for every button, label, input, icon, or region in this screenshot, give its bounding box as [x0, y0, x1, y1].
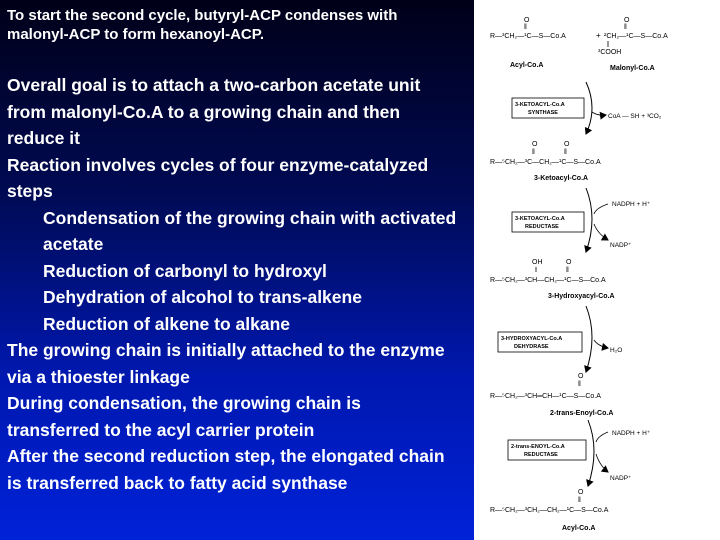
- acyl-coa-carbonyl-o: O: [524, 17, 530, 24]
- nadp-out-1: NADP⁺: [610, 242, 632, 249]
- nadp-out-2: NADP⁺: [610, 475, 632, 482]
- nadph-in-1: NADPH + H⁺: [612, 201, 651, 208]
- bullet-dehydration: Dehydration of alcohol to trans-alkene: [43, 287, 362, 307]
- enzyme-enoyl-reductase-line1: 2-trans-ENOYL-Co.A: [511, 444, 565, 450]
- acyl-coa-double-bond: ‖: [524, 24, 527, 31]
- intro-text: To start the second cycle, butyryl-ACP c…: [7, 7, 398, 43]
- enoyl-bond: ‖: [578, 381, 581, 388]
- bullet-transfer-back: After the second reduction step, the elo…: [7, 446, 445, 493]
- ketoacyl-o-left: O: [532, 141, 538, 148]
- malonyl-double-bond: ‖: [624, 24, 627, 31]
- malonyl-carbonyl-o: O: [624, 17, 630, 24]
- slide-text: To start the second cycle, butyryl-ACP c…: [7, 6, 457, 496]
- bullet-reduction-carbonyl: Reduction of carbonyl to hydroxyl: [43, 260, 327, 281]
- enzyme-dehydrase-line1: 3-HYDROXYACYL-Co.A: [501, 336, 562, 342]
- hydroxy-o: O: [566, 259, 572, 266]
- hydroxy-oh: OH: [532, 259, 543, 266]
- bullet-overall-goal: Overall goal is to attach a two-carbon a…: [7, 75, 421, 148]
- malonyl-formula: ²CH₂—¹C—S—Co.A: [604, 33, 668, 40]
- hydroxy-formula: R—⁵CH₂—³CH—CH₂—¹C—S—Co.A: [490, 277, 606, 284]
- enzyme-enoyl-reductase-line2: REDUCTASE: [524, 452, 558, 458]
- bullet-four-steps: Reaction involves cycles of four enzyme-…: [7, 154, 429, 202]
- pathway-diagram-panel: O ‖ R—³CH₂—¹C—S—Co.A + O ‖ ²CH₂—¹C—S—Co.…: [474, 0, 720, 540]
- byproduct-coa-co2: CoA — SH + ³CO₂: [608, 113, 662, 120]
- acyl2-label: Acyl-Co.A: [562, 525, 595, 532]
- enzyme-ketoacyl-reductase-line1: 3-KETOACYL-Co.A: [515, 216, 565, 222]
- hydroxy-label: 3-Hydroxyacyl-Co.A: [548, 293, 615, 300]
- ketoacyl-label: 3-Ketoacyl-Co.A: [534, 175, 588, 182]
- hydroxy-bond: ‖: [566, 267, 569, 274]
- bullet-condensation: Condensation of the growing chain with a…: [43, 207, 457, 255]
- nadph-in-2: NADPH + H⁺: [612, 430, 651, 437]
- enzyme-ketoacyl-reductase-line2: REDUCTASE: [525, 224, 559, 230]
- acyl2-o: O: [578, 489, 584, 496]
- ketoacyl-bond-right: ‖: [564, 149, 567, 156]
- ketoacyl-o-right: O: [564, 141, 570, 148]
- bullet-thioester: The growing chain is initially attached …: [7, 340, 445, 387]
- ketoacyl-formula: R—⁵CH₂—³C—CH₂—¹C—S—Co.A: [490, 159, 601, 166]
- acyl-coa-label: Acyl-Co.A: [510, 62, 543, 69]
- bullet-list: Overall goal is to attach a two-carbon a…: [7, 72, 457, 496]
- acyl2-formula: R—⁵CH₂—³CH₂—CH₂—¹C—S—Co.A: [490, 507, 609, 514]
- pathway-diagram: O ‖ R—³CH₂—¹C—S—Co.A + O ‖ ²CH₂—¹C—S—Co.…: [490, 17, 668, 532]
- enoyl-label: 2-trans-Enoyl-Co.A: [550, 410, 613, 417]
- acyl-coa-formula: R—³CH₂—¹C—S—Co.A: [490, 33, 566, 40]
- malonyl-cooh: ³COOH: [598, 49, 621, 56]
- bullet-reduction-alkene: Reduction of alkene to alkane: [43, 313, 290, 334]
- enoyl-o: O: [578, 373, 584, 380]
- acyl2-bond: ‖: [578, 497, 581, 504]
- water-out: H₂O: [610, 347, 622, 354]
- enoyl-formula: R—⁵CH₂—³CH═CH—¹C—S—Co.A: [490, 393, 601, 400]
- enzyme-ketoacyl-synthase-line1: 3-KETOACYL-Co.A: [515, 102, 565, 108]
- enzyme-ketoacyl-synthase-line2: SYNTHASE: [528, 110, 558, 116]
- bullet-transfer-acp: During condensation, the growing chain i…: [7, 393, 361, 440]
- ketoacyl-bond-left: ‖: [532, 149, 535, 156]
- malonyl-coa-label: Malonyl-Co.A: [610, 65, 655, 72]
- enzyme-dehydrase-line2: DEHYDRASE: [514, 344, 549, 350]
- plus-sign: +: [596, 31, 601, 40]
